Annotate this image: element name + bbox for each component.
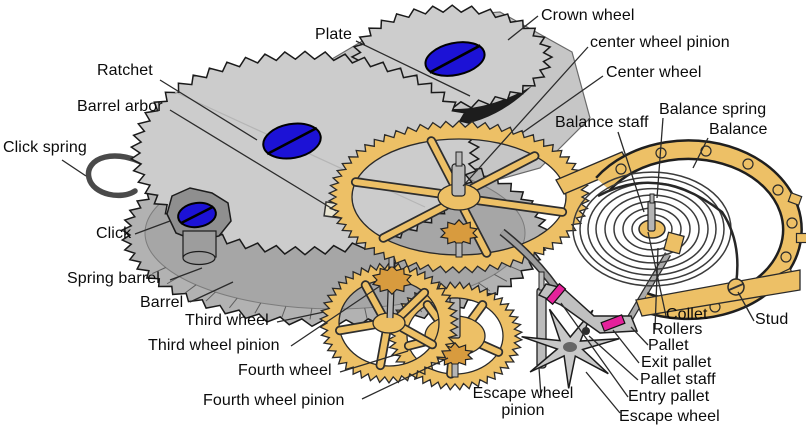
label-click-spring: Click spring — [3, 139, 87, 156]
label-pallet-staff: Pallet staff — [640, 371, 716, 388]
label-center-wheel-pinion: center wheel pinion — [590, 34, 730, 51]
label-barrel: Barrel — [140, 294, 184, 311]
label-entry-pallet: Entry pallet — [628, 388, 710, 405]
label-stud: Stud — [755, 311, 789, 328]
label-center-wheel: Center wheel — [606, 64, 702, 81]
label-exit-pallet: Exit pallet — [641, 354, 712, 371]
label-escape-wheel-pinion: Escape wheel pinion — [472, 385, 574, 419]
label-collet: Collet — [666, 306, 708, 323]
label-pallet: Pallet — [648, 337, 689, 354]
leader-lines — [61, 15, 755, 414]
label-plate: Plate — [315, 26, 352, 43]
label-balance: Balance — [709, 121, 768, 138]
click — [166, 187, 232, 266]
label-crown-wheel: Crown wheel — [541, 7, 635, 24]
pallet-fork — [537, 252, 672, 335]
label-fourth-wheel-pinion: Fourth wheel pinion — [203, 392, 345, 409]
label-balance-spring: Balance spring — [659, 101, 767, 118]
balance-assembly — [555, 139, 806, 321]
label-escape-wheel: Escape wheel — [619, 408, 720, 425]
center-wheel — [327, 120, 591, 274]
label-third-wheel: Third wheel — [185, 312, 269, 329]
label-click: Click — [96, 225, 132, 242]
escape-wheel — [521, 271, 620, 389]
label-rollers: Rollers — [652, 321, 703, 338]
label-spring-barrel: Spring barrel — [67, 270, 160, 287]
label-third-wheel-pinion: Third wheel pinion — [148, 337, 280, 354]
label-fourth-wheel: Fourth wheel — [238, 362, 332, 379]
label-balance-staff: Balance staff — [555, 114, 649, 131]
label-barrel-arbor: Barrel arbor — [77, 98, 163, 115]
label-ratchet: Ratchet — [97, 62, 153, 79]
third-wheel — [318, 254, 460, 385]
